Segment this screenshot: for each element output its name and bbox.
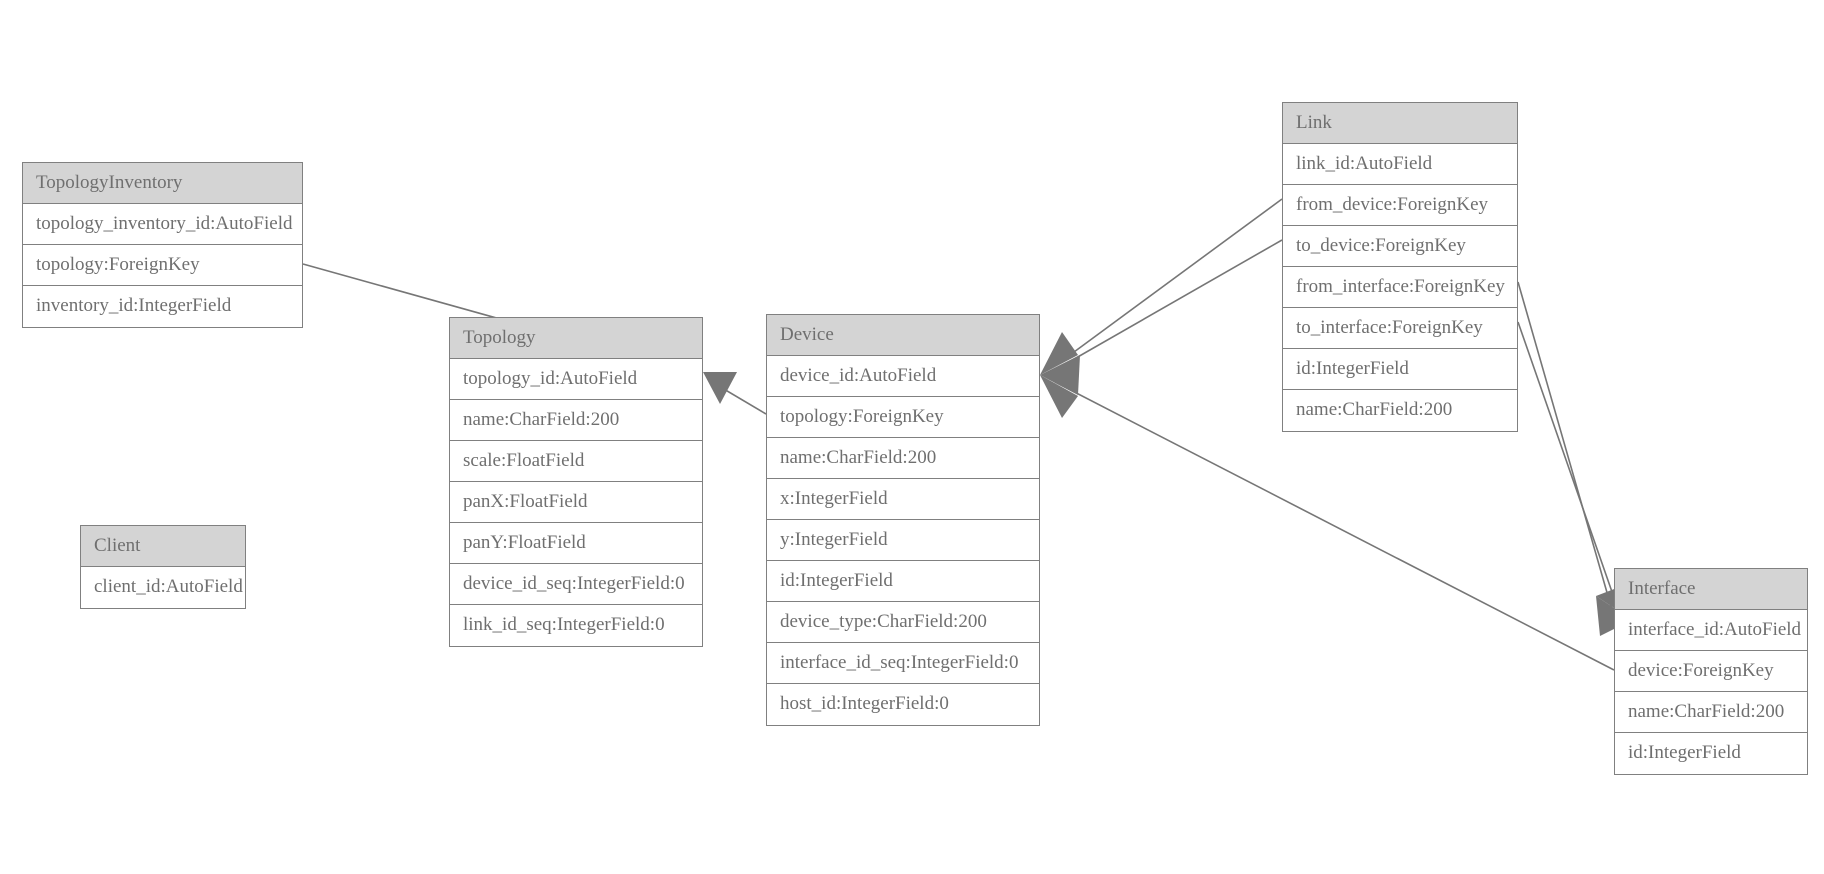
entity-field: x:IntegerField (767, 479, 1039, 520)
entity-title: Interface (1615, 569, 1807, 610)
entity-topology[interactable]: Topology topology_id:AutoField name:Char… (449, 317, 703, 647)
entity-field: id:IntegerField (767, 561, 1039, 602)
entity-field: topology:ForeignKey (767, 397, 1039, 438)
entity-field: name:CharField:200 (1283, 390, 1517, 431)
entity-field: y:IntegerField (767, 520, 1039, 561)
entity-client[interactable]: Client client_id:AutoField (80, 525, 246, 609)
entity-field: interface_id:AutoField (1615, 610, 1807, 651)
entity-field: device_type:CharField:200 (767, 602, 1039, 643)
entity-field: from_interface:ForeignKey (1283, 267, 1517, 308)
edge-link-to-device (1054, 239, 1283, 371)
entity-interface[interactable]: Interface interface_id:AutoField device:… (1614, 568, 1808, 775)
entity-link[interactable]: Link link_id:AutoField from_device:Forei… (1282, 102, 1518, 432)
entity-field: link_id:AutoField (1283, 144, 1517, 185)
arrowhead-device-target (1040, 332, 1080, 418)
entity-field: id:IntegerField (1615, 733, 1807, 774)
entity-field: client_id:AutoField (81, 567, 245, 608)
entity-field: inventory_id:IntegerField (23, 286, 302, 327)
entity-field: name:CharField:200 (767, 438, 1039, 479)
entity-field: to_device:ForeignKey (1283, 226, 1517, 267)
entity-field: name:CharField:200 (450, 400, 702, 441)
entity-field: device:ForeignKey (1615, 651, 1807, 692)
entity-field: topology_id:AutoField (450, 359, 702, 400)
edge-link-from-interface (1517, 281, 1613, 611)
entity-topologyinventory[interactable]: TopologyInventory topology_inventory_id:… (22, 162, 303, 328)
entity-field: scale:FloatField (450, 441, 702, 482)
entity-field: interface_id_seq:IntegerField:0 (767, 643, 1039, 684)
entity-field: device_id:AutoField (767, 356, 1039, 397)
entity-field: name:CharField:200 (1615, 692, 1807, 733)
entity-title: Device (767, 315, 1039, 356)
edge-device-topology (703, 372, 767, 415)
entity-title: Client (81, 526, 245, 567)
entity-title: TopologyInventory (23, 163, 302, 204)
entity-field: to_interface:ForeignKey (1283, 308, 1517, 349)
entity-title: Link (1283, 103, 1517, 144)
entity-field: panX:FloatField (450, 482, 702, 523)
edge-link-from-device (1054, 198, 1283, 367)
edge-link-to-interface (1517, 321, 1620, 613)
entity-field: device_id_seq:IntegerField:0 (450, 564, 702, 605)
entity-field: from_device:ForeignKey (1283, 185, 1517, 226)
entity-device[interactable]: Device device_id:AutoField topology:Fore… (766, 314, 1040, 726)
entity-field: host_id:IntegerField:0 (767, 684, 1039, 725)
entity-field: panY:FloatField (450, 523, 702, 564)
entity-title: Topology (450, 318, 702, 359)
entity-field: id:IntegerField (1283, 349, 1517, 390)
entity-field: topology:ForeignKey (23, 245, 302, 286)
entity-field: topology_inventory_id:AutoField (23, 204, 302, 245)
entity-field: link_id_seq:IntegerField:0 (450, 605, 702, 646)
